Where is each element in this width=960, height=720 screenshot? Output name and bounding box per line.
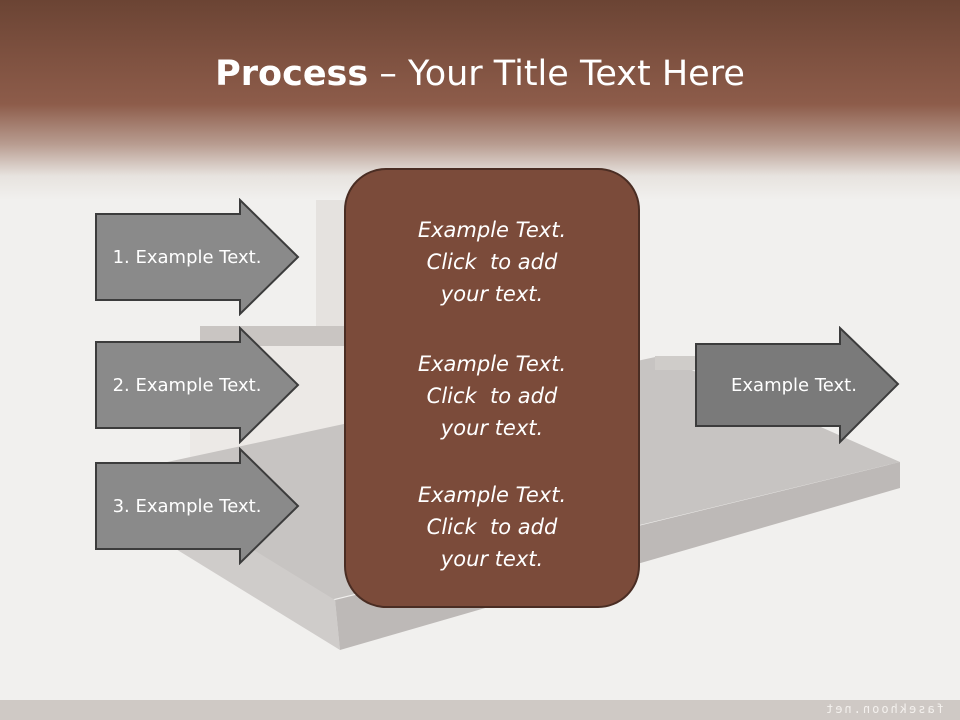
process-step-arrow-1[interactable]: 1. Example Text.	[94, 198, 300, 316]
center-text-panel[interactable]: Example Text. Click to add your text. Ex…	[344, 168, 640, 608]
right-arrow-icon	[95, 198, 300, 316]
center-line: your text.	[440, 416, 544, 440]
right-arrow-icon	[95, 447, 300, 565]
process-step-arrow-2[interactable]: 2. Example Text.	[94, 326, 300, 444]
center-line: Example Text.	[417, 352, 567, 376]
center-line: Example Text.	[417, 483, 567, 507]
title-text: – Your Title Text Here	[368, 54, 745, 94]
center-line: your text.	[440, 282, 544, 306]
center-line: Click to add	[426, 250, 558, 274]
result-arrow[interactable]: Example Text.	[694, 326, 900, 444]
process-step-arrow-3[interactable]: 3. Example Text.	[94, 447, 300, 565]
center-text-block-2: Example Text. Click to add your text.	[346, 348, 638, 444]
title-header-band	[0, 0, 960, 200]
center-line: your text.	[440, 547, 544, 571]
slide-title[interactable]: Process – Your Title Text Here	[0, 52, 960, 96]
right-arrow-icon	[95, 326, 300, 444]
watermark: fasekhoon.net	[824, 702, 944, 716]
center-line: Example Text.	[417, 218, 567, 242]
footer-strip	[0, 700, 960, 720]
process-step-label: 1. Example Text.	[112, 246, 262, 268]
center-line: Click to add	[426, 384, 558, 408]
right-arrow-icon	[695, 326, 900, 444]
center-text-block-3: Example Text. Click to add your text.	[346, 479, 638, 575]
process-step-label: 3. Example Text.	[112, 495, 262, 517]
result-label: Example Text.	[731, 374, 857, 396]
center-line: Click to add	[426, 515, 558, 539]
title-keyword: Process	[215, 54, 369, 94]
center-text-block-1: Example Text. Click to add your text.	[346, 214, 638, 310]
process-step-label: 2. Example Text.	[112, 374, 262, 396]
